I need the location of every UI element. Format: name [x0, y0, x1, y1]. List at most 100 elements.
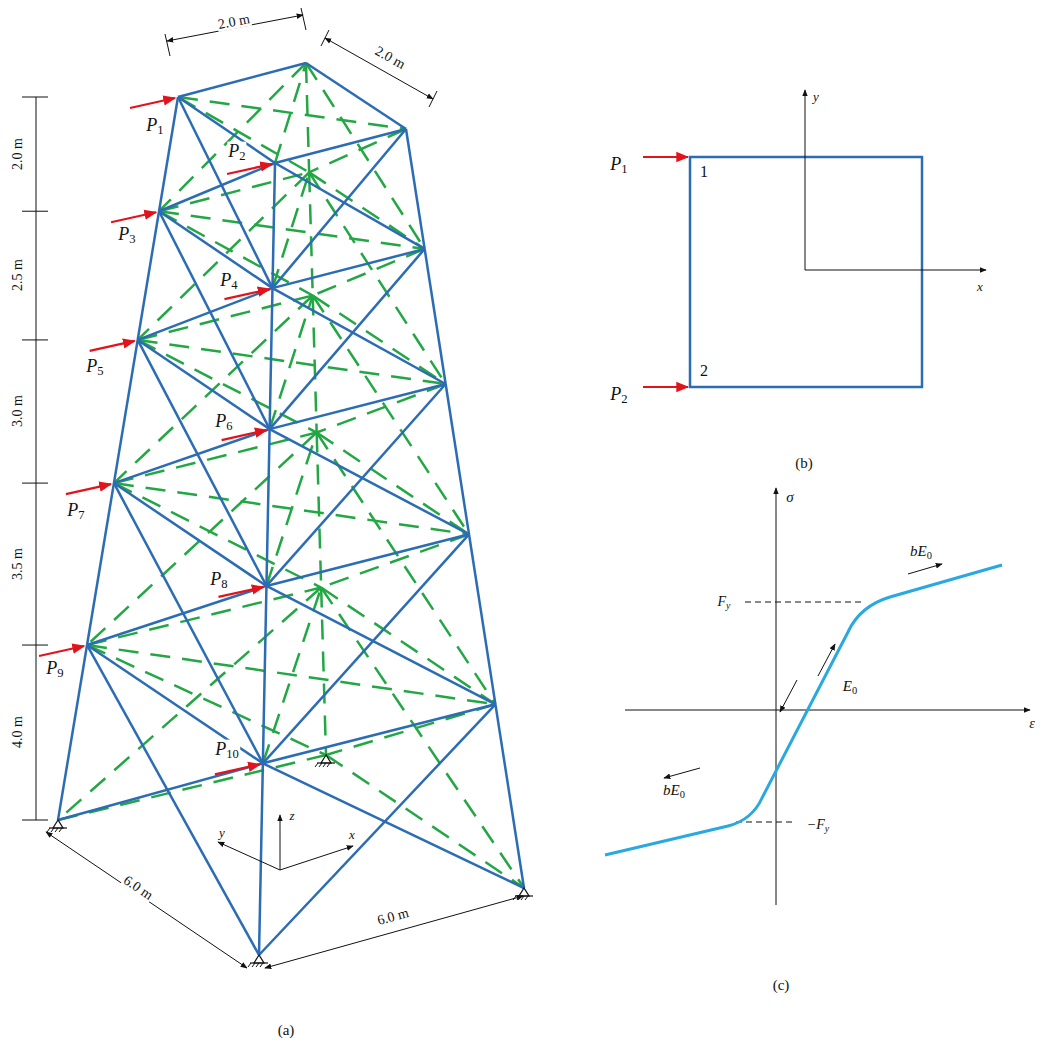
- brace: [275, 163, 425, 249]
- column: [272, 163, 275, 288]
- brace: [263, 763, 524, 888]
- column: [270, 288, 273, 429]
- plan-brace: [275, 63, 306, 163]
- symbol-label: P5: [85, 357, 104, 378]
- hidden-brace: [309, 172, 445, 384]
- hidden-member: [326, 755, 524, 888]
- plan-brace: [266, 433, 316, 586]
- plan-view: [643, 90, 986, 387]
- plan-brace: [272, 172, 309, 288]
- hidden-brace: [87, 645, 326, 755]
- hidden-member: [138, 296, 313, 340]
- plan-brace: [87, 645, 495, 704]
- text-label: x: [348, 828, 356, 841]
- text-label: 2: [699, 363, 709, 379]
- brace: [87, 586, 266, 645]
- brace: [87, 645, 259, 955]
- text-label: z: [288, 809, 295, 822]
- symbol-label: P8: [209, 570, 228, 591]
- symbol-label: E0: [842, 679, 858, 696]
- text-label: ε: [1028, 717, 1036, 731]
- symbol-label: P3: [117, 225, 136, 246]
- truss-members: [58, 63, 524, 955]
- horizontal: [178, 63, 306, 97]
- text-label: 2.5 m: [11, 258, 25, 292]
- symbol-label: bE0: [662, 783, 686, 800]
- column: [469, 534, 495, 704]
- text-label: (a): [277, 1023, 296, 1038]
- text-label: 3.0 m: [11, 394, 25, 428]
- column: [159, 97, 178, 211]
- plan-brace: [263, 588, 321, 764]
- symbol-label: P2: [227, 142, 246, 163]
- horizontal: [138, 340, 270, 429]
- hidden-member: [321, 588, 495, 705]
- brace: [270, 429, 469, 534]
- brace: [114, 429, 270, 483]
- symbol-label: Fy: [717, 595, 732, 610]
- hidden-brace: [58, 588, 321, 820]
- horizontal: [266, 534, 469, 586]
- extension-line: [301, 8, 306, 30]
- symbol-label: P10: [214, 740, 240, 761]
- plan-brace: [159, 211, 425, 249]
- hidden-member: [317, 433, 469, 535]
- column: [425, 249, 446, 384]
- column: [138, 211, 159, 340]
- symbol-label: P2: [609, 385, 628, 406]
- column: [406, 129, 425, 249]
- dimension-tick: [22, 820, 48, 821]
- text-label: (b): [794, 456, 814, 471]
- text-label: y: [812, 90, 820, 103]
- hidden-brace: [114, 296, 313, 484]
- symbol-label: P4: [219, 271, 238, 292]
- brace: [138, 288, 273, 340]
- horizontal: [263, 704, 496, 763]
- column: [114, 340, 138, 483]
- plan-brace: [270, 296, 313, 430]
- text-label: 2.0 m: [11, 137, 25, 171]
- hidden-member: [313, 296, 446, 385]
- text-label: (c): [772, 978, 791, 993]
- brace: [263, 534, 469, 763]
- hidden-brace: [317, 384, 446, 433]
- text-label: 6.0 m: [375, 906, 411, 928]
- text-label: 3.5 m: [11, 547, 25, 581]
- hidden-brace: [159, 63, 306, 211]
- column: [58, 645, 87, 820]
- horizontal: [270, 384, 446, 429]
- symbol-label: bE0: [909, 544, 933, 561]
- hidden-member: [309, 172, 424, 249]
- pin-supports: [47, 755, 533, 967]
- column: [495, 704, 524, 888]
- symbol-label: −Fy: [806, 818, 830, 833]
- brace: [114, 483, 263, 763]
- hidden-brace: [313, 296, 469, 535]
- horizontal: [272, 249, 424, 288]
- symbol-label: P7: [66, 501, 85, 522]
- brace: [58, 763, 263, 820]
- symbol-label: P1: [609, 155, 628, 176]
- horizontal: [159, 211, 272, 288]
- column: [266, 429, 269, 586]
- extension-line: [165, 34, 170, 56]
- hidden-brace: [138, 172, 309, 340]
- symbol-label: P9: [45, 659, 64, 680]
- text-label: x: [976, 280, 984, 293]
- dimension-lines: [22, 8, 523, 968]
- dimension-tick: [22, 339, 48, 340]
- dimension-tick: [22, 97, 48, 98]
- brace: [266, 586, 495, 704]
- hidden-member: [114, 433, 317, 484]
- text-label: 1: [699, 164, 709, 180]
- hidden-column: [321, 588, 326, 755]
- stress-strain-plot: [605, 488, 1030, 905]
- brace: [159, 211, 270, 429]
- brace: [259, 704, 495, 955]
- column: [263, 586, 267, 763]
- dimension-tick: [22, 645, 48, 646]
- horizontal: [275, 129, 406, 163]
- axes: [218, 815, 353, 870]
- extension-line: [429, 91, 437, 107]
